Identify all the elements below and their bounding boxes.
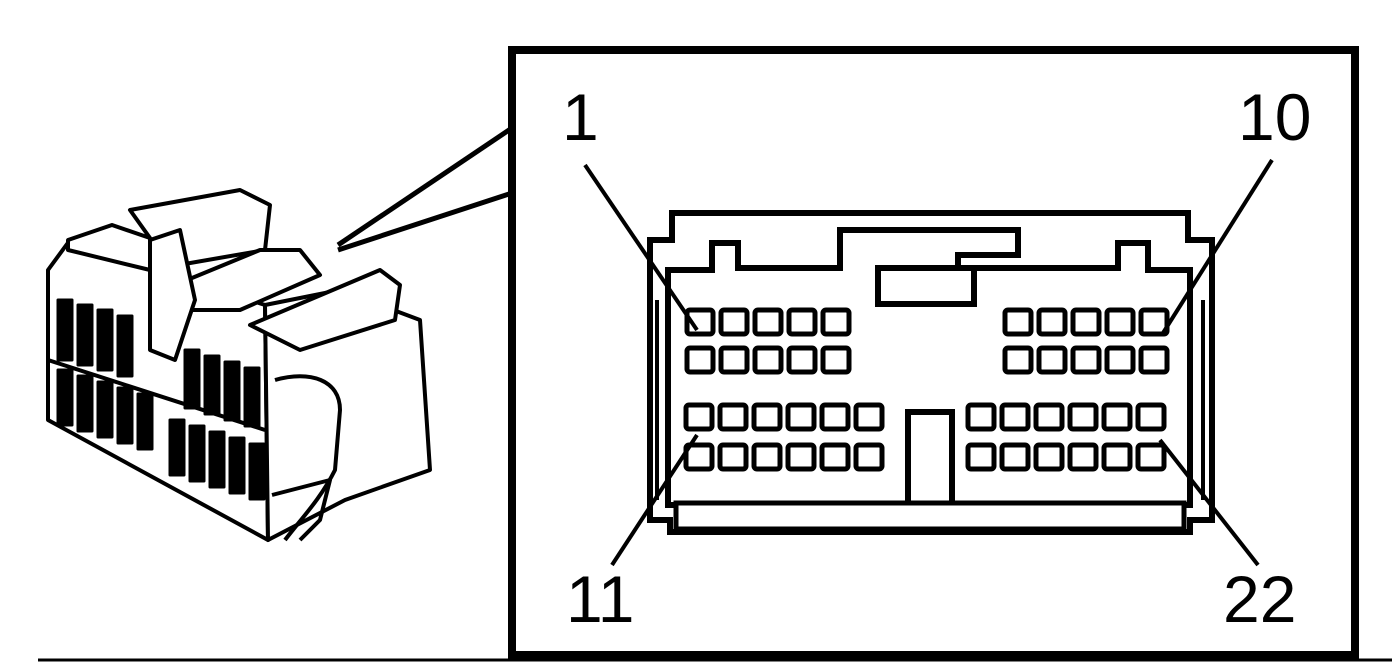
pin-cavity-lower-left-row1-1: [683, 402, 715, 432]
pin-cavity-lower-right-row2-3: [1033, 442, 1065, 472]
pin-cavity-upper-right-row2-1: [1002, 345, 1034, 375]
pin-cavity-lower-right-row2-6: [1135, 442, 1167, 472]
pin-cavity-upper-right-row2-4: [1104, 345, 1136, 375]
pin-cavity-lower-left-row2-2: [717, 442, 749, 472]
pin-cavity-upper-left-row2-1: [684, 345, 716, 375]
pin-label-11: 11: [566, 562, 635, 636]
pin-cavity-lower-left-row1-5: [819, 402, 851, 432]
pin-cavity-upper-left-row1-2: [718, 307, 750, 337]
pin-cavity-lower-right-row1-5: [1101, 402, 1133, 432]
pin-cavity-lower-left-row2-3: [751, 442, 783, 472]
pin-cavity-upper-left-row2-4: [786, 345, 818, 375]
side-ribs: [655, 300, 1205, 500]
pin-cavity-upper-left-row1-3: [752, 307, 784, 337]
pin-cavity-lower-left-row2-6: [853, 442, 885, 472]
pin-cavity-upper-right-row1-4: [1104, 307, 1136, 337]
pin-cavity-upper-right-row2-2: [1036, 345, 1068, 375]
pin-cavity-lower-left-row2-4: [785, 442, 817, 472]
pin-cavity-upper-right-row2-5: [1138, 345, 1170, 375]
pin-label-10: 10: [1238, 80, 1311, 154]
pin-cavity-lower-right-row2-1: [965, 442, 997, 472]
pin-cavity-upper-right-row1-1: [1002, 307, 1034, 337]
pin-cavity-lower-right-row2-5: [1101, 442, 1133, 472]
pin-leader-lines: [583, 158, 1274, 567]
pin-cavity-upper-left-row2-5: [820, 345, 852, 375]
pin-cavities: [683, 307, 1170, 472]
pin-cavity-lower-right-row1-1: [965, 402, 997, 432]
face-view-frame: [508, 46, 1359, 659]
pin-cavity-upper-left-row2-2: [718, 345, 750, 375]
connector-3d-illustration: [46, 188, 432, 542]
pin-label-22: 22: [1223, 562, 1296, 636]
pin-cavity-lower-right-row1-4: [1067, 402, 1099, 432]
pin-cavity-lower-left-row1-4: [785, 402, 817, 432]
pin-cavity-upper-left-row1-4: [786, 307, 818, 337]
pin-cavity-upper-right-row1-5: [1138, 307, 1170, 337]
pin-cavity-lower-left-row2-5: [819, 442, 851, 472]
callout-pointer: [336, 125, 514, 253]
pin-cavity-upper-left-row1-5: [820, 307, 852, 337]
lower-cavities: [56, 368, 266, 501]
pin-cavity-lower-right-row1-6: [1135, 402, 1167, 432]
pin-cavity-lower-left-row1-6: [853, 402, 885, 432]
pin-cavity-lower-right-row2-2: [999, 442, 1031, 472]
pin-cavity-lower-right-row1-2: [999, 402, 1031, 432]
pin-cavity-upper-right-row1-2: [1036, 307, 1068, 337]
pin-label-1: 1: [562, 80, 599, 154]
pin-cavity-lower-right-row1-3: [1033, 402, 1065, 432]
pin-cavity-lower-left-row1-2: [717, 402, 749, 432]
pin-cavity-lower-right-row2-4: [1067, 442, 1099, 472]
pin-cavity-upper-right-row1-3: [1070, 307, 1102, 337]
pin-cavity-lower-left-row1-3: [751, 402, 783, 432]
pin-cavity-lower-left-row2-1: [683, 442, 715, 472]
pin-cavity-upper-left-row2-3: [752, 345, 784, 375]
pin-cavity-upper-right-row2-3: [1070, 345, 1102, 375]
